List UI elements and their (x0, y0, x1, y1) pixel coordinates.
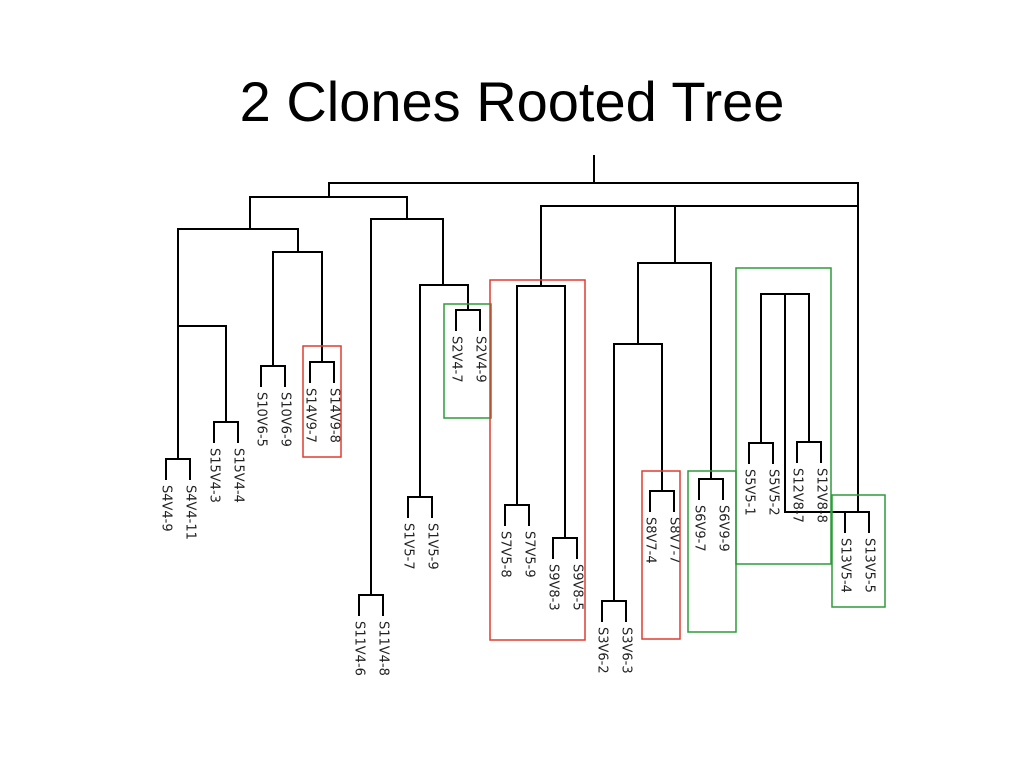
leaf-label: S6V9-7 (692, 505, 707, 552)
leaf-label: S13V5-5 (862, 538, 877, 593)
leaf-label: S5V5-2 (766, 469, 781, 516)
leaf-label: S8V7-7 (667, 517, 682, 564)
leaf-label: S8V7-4 (643, 517, 658, 564)
clone-box-green (735, 267, 832, 565)
leaf-label: S7V5-8 (498, 531, 513, 578)
leaf-label: S14V9-8 (327, 388, 342, 443)
leaf-label: S1V5-9 (425, 523, 440, 570)
leaf-label: S15V4-4 (231, 448, 246, 503)
leaf-label: S9V8-3 (546, 564, 561, 611)
leaf-label: S3V6-2 (595, 627, 610, 674)
leaf-label: S15V4-3 (207, 448, 222, 503)
leaf-label: S5V5-1 (742, 469, 757, 516)
slide-title: 2 Clones Rooted Tree (239, 70, 785, 133)
leaf-label: S10V6-5 (254, 392, 269, 447)
leaf-label: S11V4-8 (376, 621, 391, 676)
leaf-label: S14V9-7 (303, 388, 318, 443)
clone-box-green (831, 494, 886, 608)
leaf-label: S6V9-9 (716, 505, 731, 552)
leaf-label: S2V4-9 (473, 336, 488, 383)
leaf-label: S13V5-4 (838, 538, 853, 593)
leaf-label: S10V6-9 (278, 392, 293, 447)
leaf-label: S12V8-7 (790, 468, 805, 523)
leaf-label: S3V6-3 (619, 627, 634, 674)
leaf-label: S9V8-5 (570, 564, 585, 611)
leaf-label: S4V4-9 (159, 485, 174, 532)
clone-box-red (489, 279, 586, 641)
leaf-label: S7V5-9 (522, 531, 537, 578)
leaf-label: S11V4-6 (352, 621, 367, 676)
clone-box-red (641, 470, 681, 640)
clone-box-green (443, 303, 492, 419)
leaf-label: S12V8-8 (814, 468, 829, 523)
leaf-label: S2V4-7 (449, 336, 464, 383)
leaf-label: S4V4-11 (183, 485, 198, 540)
clone-box-red (302, 345, 342, 458)
leaf-label: S1V5-7 (401, 523, 416, 570)
